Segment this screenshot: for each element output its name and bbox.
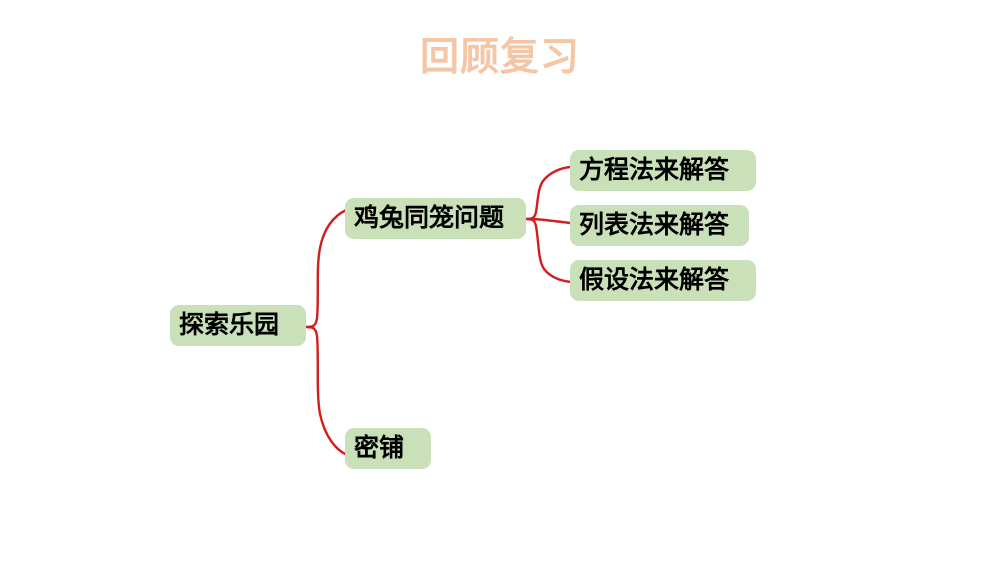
- connector-root-to-chicken-rabbit: [305, 208, 348, 329]
- connector-chicken-rabbit-to-equation: [525, 165, 572, 221]
- mindmap-node-tessellation[interactable]: 密铺: [345, 428, 431, 469]
- connector-chicken-rabbit-to-assumption: [525, 217, 573, 284]
- connector-chicken-rabbit-to-table: [525, 217, 572, 225]
- mindmap-node-table-method[interactable]: 列表法来解答: [570, 205, 749, 246]
- mindmap-node-root[interactable]: 探索乐园: [170, 305, 306, 346]
- mindmap-node-equation-method[interactable]: 方程法来解答: [570, 150, 756, 191]
- mindmap-node-assumption-method[interactable]: 假设法来解答: [570, 260, 756, 301]
- mindmap-node-assumption-method-label: 假设法来解答: [579, 265, 730, 294]
- connector-root-to-tessellation: [305, 325, 349, 457]
- mindmap-node-tessellation-label: 密铺: [354, 433, 405, 462]
- mindmap-node-root-label: 探索乐园: [179, 310, 280, 339]
- mindmap-node-table-method-label: 列表法来解答: [579, 210, 730, 239]
- mindmap-node-equation-method-label: 方程法来解答: [579, 155, 730, 184]
- mindmap-node-chicken-rabbit-label: 鸡兔同笼问题: [354, 203, 505, 232]
- page-title: 回顾复习: [419, 35, 580, 80]
- mindmap-node-chicken-rabbit[interactable]: 鸡兔同笼问题: [345, 198, 526, 239]
